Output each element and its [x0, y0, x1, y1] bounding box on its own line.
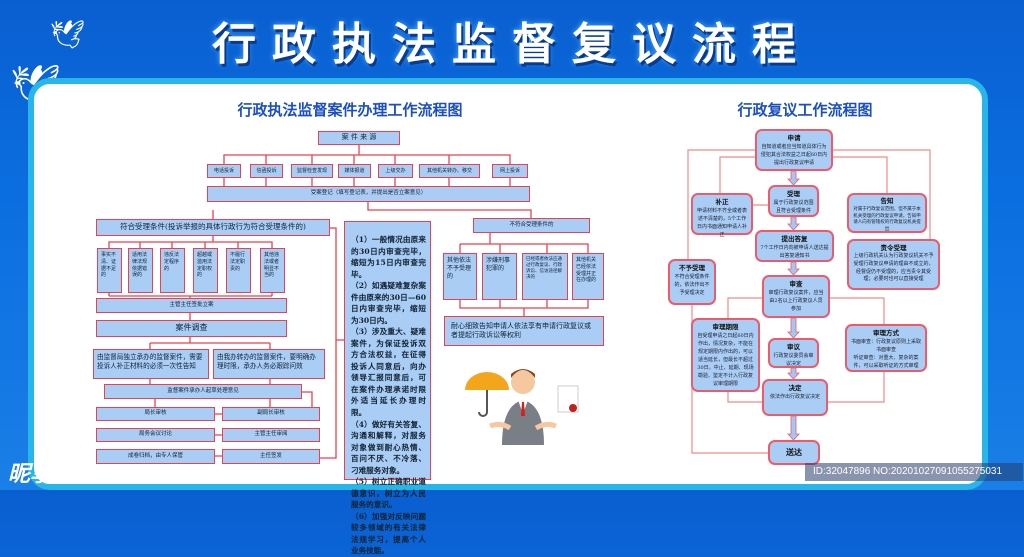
- refuse-node: 不予受理不符合受理条件的，依法作出不予受理决定: [668, 259, 716, 305]
- node-text: 不符合受理条件的，依法作出不予受理决定: [674, 274, 710, 297]
- note-item: （1）一般情况由原来的30日内审查完毕，缩短为15日内审查完毕。: [351, 235, 426, 279]
- node-heading: 审理期限: [712, 323, 739, 331]
- source-box: 电话投诉: [207, 164, 241, 178]
- node-heading: 送达: [786, 447, 802, 458]
- node-text: 行政复议委员会审议决定: [773, 353, 814, 368]
- condition-box: 超越或滥用法定职权的: [193, 248, 218, 293]
- reject-case-box: 涉嫌刑事犯罪的: [482, 253, 517, 300]
- left-chart-title: 行政执法监督案件办理工作流程图: [237, 101, 463, 119]
- accept-condition-box: 符合受理条件(投诉举报的具体行政行为符合受理条件的): [96, 219, 330, 236]
- branch-box: 由我办转办的监督案件，要明确办理时限，承办人务必跟踪问效: [213, 349, 325, 379]
- watermark-brand: 昵享网 www.nipic.cn: [8, 456, 174, 488]
- node-text: 申请材料不齐全或者表述不清楚的，5个工作日内书面通知申请人补正: [696, 208, 747, 239]
- node-text: 自知道或者应当知道具体行为侵犯其合法权益之日起60日内提出行政复议申请: [760, 144, 828, 167]
- source-box: 信函投诉: [250, 164, 283, 178]
- decide-node: 决定依法作出行政复议决定: [762, 379, 828, 416]
- step-box: 副局长审核: [222, 407, 320, 421]
- investigate-box: 案件调查: [96, 320, 287, 337]
- method-node: 审理方式书面审查：行政复议原则上采取书面审查 听证审查：对重大、复杂的案件，可以…: [845, 324, 927, 372]
- reply-node: 提出答复 7个工作日内向被申请人送达提出答复通知书: [755, 230, 834, 262]
- dove-icon: 🕊: [50, 18, 86, 51]
- reject-case-box: 已经或者依法应通过行政复议、行政诉讼、信访途径解决的: [522, 253, 568, 300]
- node-heading: 补正: [715, 198, 729, 206]
- condition-box: 不履行法定职责的: [226, 248, 251, 293]
- step-box: 局务会议讨论: [96, 428, 215, 442]
- step-box: 成卷归档，由专人保管: [96, 449, 215, 464]
- connector-lines: [108, 145, 931, 459]
- accept-node: 受理属于行政复议范围且符合受理条件: [768, 185, 819, 217]
- node-text: 审理行政复议案件，应当由2名以上行政复议人员参加: [768, 290, 824, 313]
- watermark-site: www.nipic.cn: [81, 469, 174, 485]
- source-box: 上级交办: [378, 164, 413, 178]
- notes-box: （1）一般情况由原来的30日内审查完毕，缩短为15日内审查完毕。 （2）如遇疑难…: [344, 221, 431, 555]
- node-heading: 审查: [789, 280, 803, 288]
- condition-box: 事实不清、证据不足的: [97, 248, 122, 293]
- condition-box: 适用法律法规依据错误的: [128, 248, 153, 293]
- node-text: 7个工作日内向被申请人送达提出答复通知书: [760, 245, 829, 260]
- note-item: （4）做好有关答复、沟通和解释，对服务对象做到耐心热情、百问不厌、不冷落、刁难服…: [351, 419, 426, 475]
- source-box: 其他机关转办、移交: [419, 164, 480, 178]
- deliver-node: 送达: [768, 440, 820, 465]
- node-text: 依法作出行政复议决定: [769, 394, 820, 401]
- review-node: 审查审理行政复议案件，应当由2名以上行政复议人员参加: [762, 275, 830, 318]
- node-heading: 审理方式: [873, 329, 899, 337]
- register-box: 受案登记（填写登记表，并提出是否立案意见）: [207, 186, 530, 202]
- source-box: 媒体报道: [338, 164, 371, 178]
- condition-box: 违反法定程序的: [160, 248, 185, 293]
- notify-node: 告知对属于行政复议范围，但不属于本机关受理的行政复议申请，告知申请人向有管辖权的…: [847, 193, 927, 233]
- reject-condition-box: 不符合受理条件的: [473, 218, 590, 233]
- businessman-umbrella-illustration: [460, 360, 590, 445]
- node-heading: 提出答复: [781, 235, 808, 243]
- order-accept-node: 责令受理上级行政机关认为行政复议机关不予受理行政复议申请的理由不成立的，经督促仍…: [847, 239, 940, 290]
- branch-box: 由监督局独立承办的监督案件，需要投诉人补正材料的必须一次性告知: [93, 349, 209, 379]
- case-source-box: 案 件 来 源: [318, 131, 400, 145]
- note-item: （6）加强对反映问题较多领域的有关法律法规学习，提高个人业务技能。: [351, 511, 426, 556]
- node-text: 对属于行政复议范围，但不属于本机关受理的行政复议申请，告知申请人向有管辖权的行政…: [853, 206, 921, 232]
- approve-box: 主管主任签批立案: [96, 298, 287, 313]
- step-box: 主管主任审阅: [222, 428, 320, 442]
- deliberate-node: 审议行政复议委员会审议决定: [768, 338, 819, 368]
- watermark-brand-text: 昵享网: [8, 462, 75, 487]
- node-text: 自受理申请之日起60日内作出，情况复杂，不能在规定期限内作出的，可以适当延长，但…: [697, 333, 754, 388]
- inform-rights-box: 耐心细致告知申请人依法享有申请行政复议或者提起行政诉讼等权利: [444, 316, 604, 346]
- note-item: （5）树立正确职业道德意识，树立为人民服务的意识。: [351, 477, 426, 510]
- node-heading: 责令受理: [880, 244, 907, 252]
- node-heading: 申请: [787, 134, 801, 142]
- draft-box: 监督案件承办人起草处理意见: [104, 384, 302, 399]
- watermark-id: ID:32047896 NO:20201027091055275031: [805, 463, 1023, 481]
- period-node: 审理期限自受理申请之日起60日内作出，情况复杂，不能在规定期限内作出的，可以适当…: [691, 318, 760, 392]
- step-box: 局长审核: [96, 407, 215, 421]
- reject-case-box: 其他机关已经依法受理并正在办理的: [572, 253, 604, 300]
- condition-box: 其他违法或者明显不当的: [260, 248, 285, 293]
- node-text: 书面审查：行政复议原则上采取书面审查 听证审查：对重大、复杂的案件，可以采取听证…: [850, 339, 921, 370]
- node-heading: 不予受理: [679, 264, 705, 272]
- supplement-node: 补正申请材料不齐全或者表述不清楚的，5个工作日内书面通知申请人补正: [691, 193, 753, 239]
- step-box: 主任签发: [222, 449, 320, 464]
- node-heading: 受理: [787, 190, 800, 198]
- reject-case-box: 其他依法不予受理的: [443, 253, 477, 300]
- node-text: 上级行政机关认为行政复议机关不予受理行政复议申请的理由不成立的，经督促仍不受理的…: [853, 253, 934, 283]
- node-text: 属于行政复议范围且符合受理条件: [773, 200, 814, 215]
- note-item: （2）如遇疑难复杂案件由原来的30日—60日内审查完毕，缩短为30日内。: [351, 281, 426, 325]
- source-box: 网上投诉: [492, 164, 528, 178]
- poster-title: 行政执法监督复议流程: [212, 19, 812, 70]
- node-heading: 告知: [880, 197, 894, 205]
- apply-node: 申请自知道或者应当知道具体行为侵犯其合法权益之日起60日内提出行政复议申请: [755, 129, 833, 171]
- node-heading: 审议: [787, 343, 800, 351]
- source-box: 监督检查发现: [291, 164, 333, 178]
- note-item: （3）涉及重大、疑难案件，为保证投诉双方合法权益，在征得投诉人同意后，向办领导汇…: [351, 327, 426, 417]
- right-chart-title: 行政复议工作流程图: [737, 101, 873, 119]
- node-heading: 决定: [788, 384, 802, 392]
